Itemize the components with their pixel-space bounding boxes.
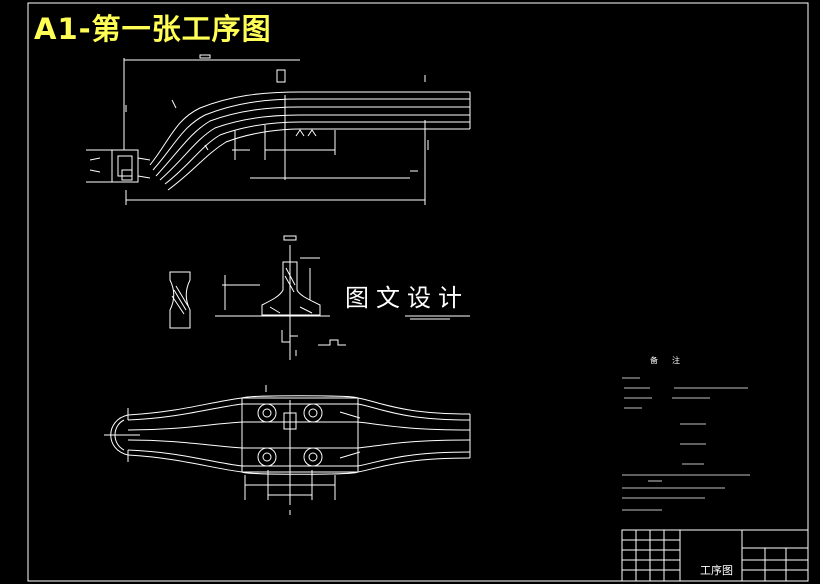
top-view-arm (86, 54, 471, 205)
plan-view-arm (104, 385, 471, 515)
drawing-frame (27, 2, 809, 582)
sheet-title: A1-第一张工序图 (34, 12, 272, 46)
title-block (621, 529, 809, 582)
section-views (169, 235, 470, 360)
watermark-text: 图文设计 (345, 284, 469, 312)
title-block-drawing-name: 工序图 (700, 564, 733, 577)
technical-notes (622, 377, 750, 511)
notes-header: 备注 (650, 356, 694, 365)
